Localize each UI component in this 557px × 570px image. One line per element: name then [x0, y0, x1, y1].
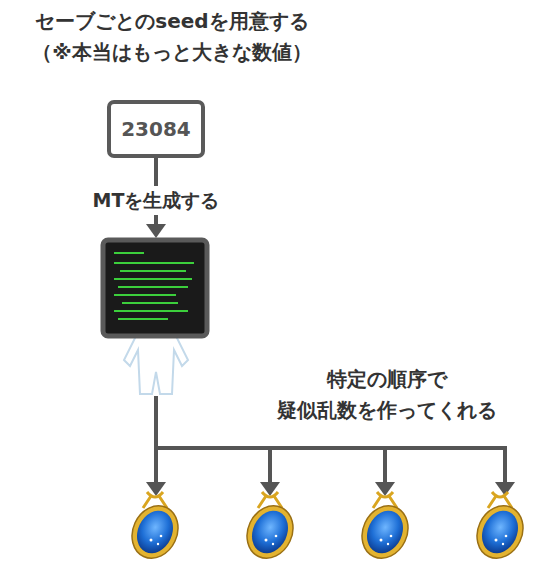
seed-value: 23084 — [121, 117, 191, 141]
branch-heads — [146, 482, 515, 496]
annotation-label: MTを生成する — [86, 186, 226, 215]
annotation-label: セーブごとのseedを用意する （※本当はもっと大きな数値） — [22, 6, 322, 68]
mt-figure — [103, 240, 207, 394]
annotation-label: 特定の順序で 疑似乱数を作ってくれる — [272, 364, 502, 426]
jewel-icons — [124, 492, 532, 566]
seed-box: 23084 — [107, 100, 205, 158]
